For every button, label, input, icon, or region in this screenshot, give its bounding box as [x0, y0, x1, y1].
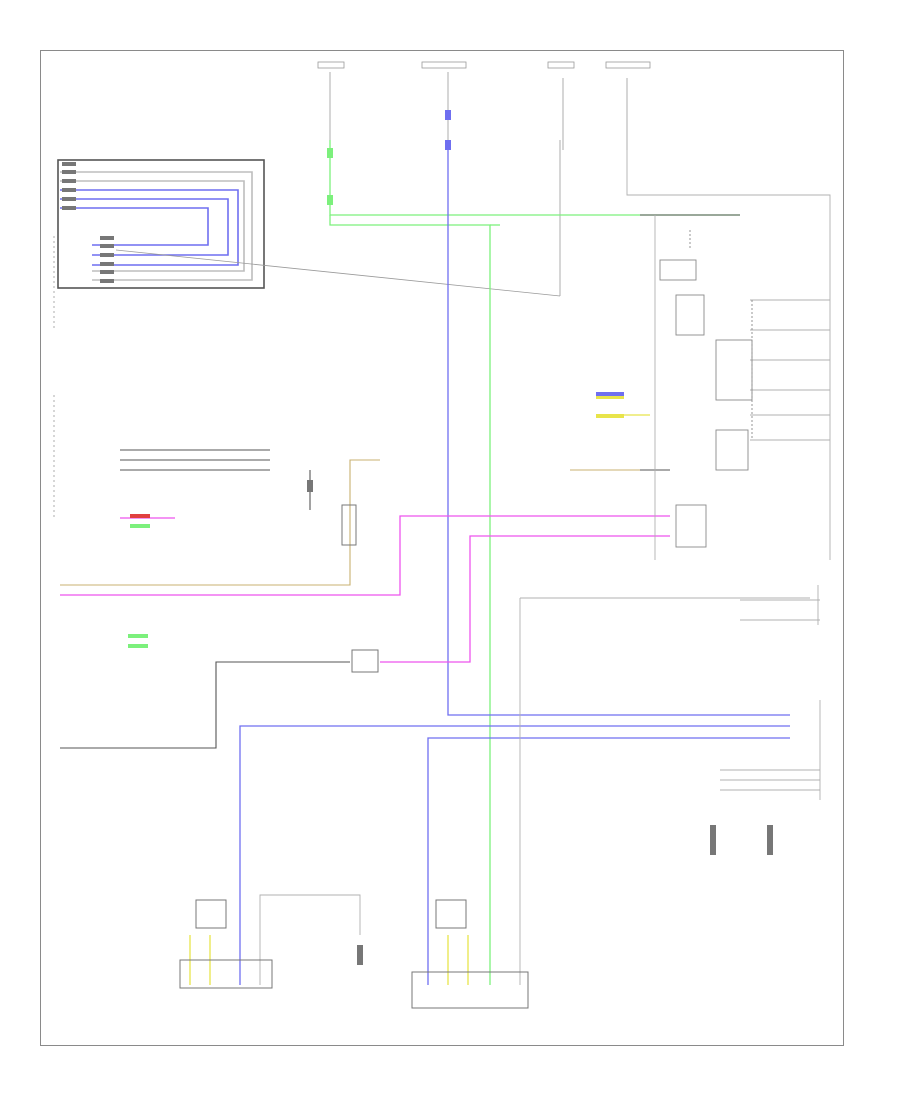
gray-wire — [259, 150, 831, 985]
cluster-pins — [62, 162, 114, 283]
instrument-cluster-box — [57, 159, 265, 289]
power-sources — [317, 61, 651, 210]
tan-wire — [60, 459, 660, 586]
cluster-side-dashes — [53, 140, 561, 520]
magenta-wire — [60, 515, 670, 663]
blue-wire — [239, 140, 790, 985]
combination-meter — [659, 230, 753, 548]
yellow-wire — [189, 414, 650, 985]
green-wire — [329, 140, 740, 985]
blue-pins — [445, 110, 451, 150]
grounds — [307, 480, 773, 965]
red-green-pins — [128, 392, 624, 648]
bottom-connectors — [179, 504, 529, 1009]
diagram-border — [40, 50, 844, 1046]
green-pins — [327, 148, 333, 205]
black-wire — [60, 214, 740, 749]
